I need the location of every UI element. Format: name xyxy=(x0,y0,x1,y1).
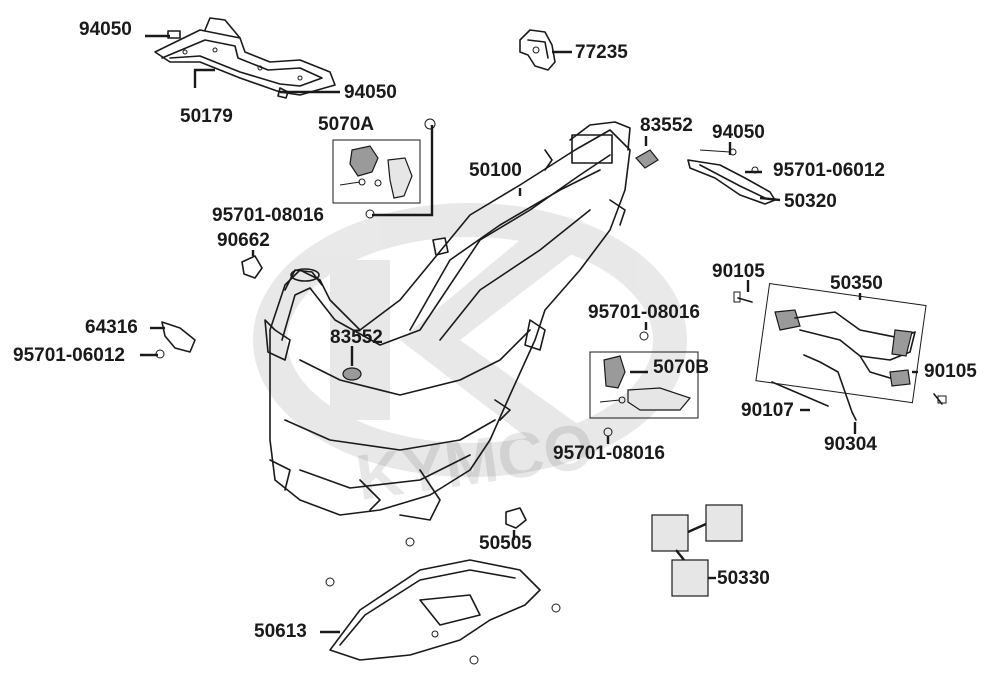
label-83552-top: 83552 xyxy=(640,115,693,136)
label-77235: 77235 xyxy=(575,42,628,63)
stand-50350-part xyxy=(774,309,916,387)
bracket-5070a-part xyxy=(339,145,413,199)
bracket-50320-part xyxy=(687,148,776,205)
clip-90662-part xyxy=(241,255,263,279)
main-frame-part xyxy=(264,121,631,521)
bracket-5070b-part xyxy=(599,355,692,411)
shaft-90107-part xyxy=(771,381,829,407)
label-95701-08016-left: 95701-08016 xyxy=(212,205,324,226)
label-50350: 50350 xyxy=(830,273,883,294)
label-90105-right: 90105 xyxy=(924,361,977,382)
label-94050-mid: 94050 xyxy=(344,82,397,103)
box-50350 xyxy=(755,283,927,404)
label-90107: 90107 xyxy=(741,400,794,421)
label-94050-top: 94050 xyxy=(79,19,132,40)
label-95701-06012-right: 95701-06012 xyxy=(773,160,885,181)
label-90105-top: 90105 xyxy=(712,261,765,282)
rear-rack-part xyxy=(154,17,336,99)
label-95701-08016-bottom: 95701-08016 xyxy=(553,443,665,464)
label-50320: 50320 xyxy=(784,191,837,212)
rubber-83552-top xyxy=(635,149,659,169)
box-5070a xyxy=(332,139,421,204)
bolt-95701-08016-mid xyxy=(639,331,649,341)
label-5070b: 5070B xyxy=(653,357,709,378)
bolt-95701-08016-top xyxy=(424,118,436,130)
label-5070a: 5070A xyxy=(318,114,374,135)
label-64316: 64316 xyxy=(85,317,138,338)
label-95701-06012-left: 95701-06012 xyxy=(13,345,125,366)
leader-lines xyxy=(140,34,918,634)
clip-50505-part xyxy=(505,507,527,529)
label-94050-right: 94050 xyxy=(712,122,765,143)
label-50505: 50505 xyxy=(479,533,532,554)
pads-50330-part xyxy=(651,504,743,597)
bolt-90105-top xyxy=(733,291,753,303)
label-95701-08016-mid: 95701-08016 xyxy=(588,302,700,323)
spring-90304-part xyxy=(803,354,857,421)
label-90662: 90662 xyxy=(217,230,270,251)
bolt-90105-right xyxy=(933,393,947,405)
label-50100: 50100 xyxy=(469,160,522,181)
bracket-77235-part xyxy=(519,29,556,71)
label-50613: 50613 xyxy=(254,621,307,642)
undercover-50613-part xyxy=(325,537,561,665)
rubber-83552-mid xyxy=(342,367,362,381)
label-83552-mid: 83552 xyxy=(330,327,383,348)
label-50179: 50179 xyxy=(180,106,233,127)
label-50330: 50330 xyxy=(717,568,770,589)
box-5070b xyxy=(589,351,699,419)
label-90304: 90304 xyxy=(824,434,877,455)
